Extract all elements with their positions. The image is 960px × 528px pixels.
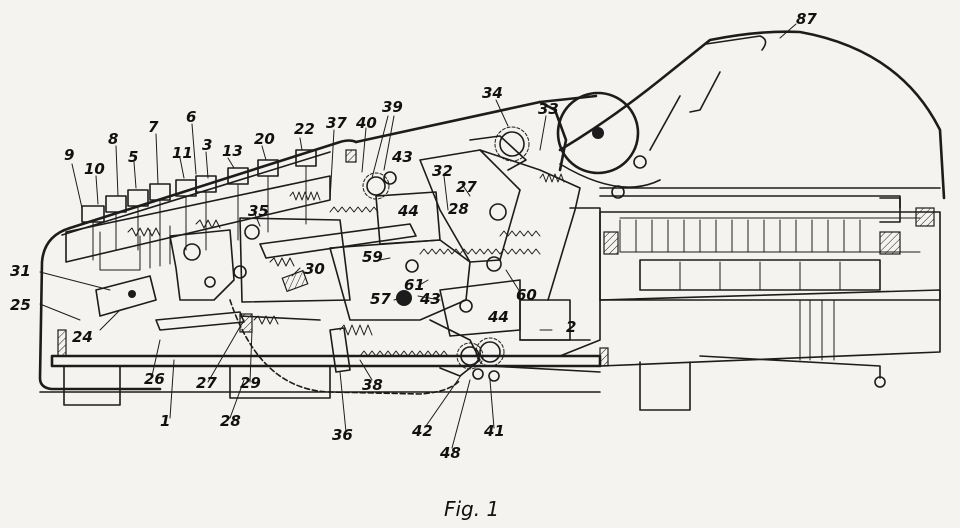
label-42: 42 <box>411 422 433 440</box>
springs <box>127 173 565 336</box>
label-24: 24 <box>72 328 93 346</box>
label-41: 41 <box>483 422 505 440</box>
label-30: 30 <box>304 260 325 278</box>
label-2: 2 <box>566 318 576 336</box>
label-3: 3 <box>202 136 212 154</box>
label-13: 13 <box>222 142 243 160</box>
machine-feet <box>63 361 691 411</box>
label-48: 48 <box>439 444 461 462</box>
label-59: 59 <box>362 248 383 266</box>
label-25: 25 <box>10 296 31 314</box>
label-60: 60 <box>516 286 537 304</box>
label-44-lower: 44 <box>487 308 509 326</box>
label-9: 9 <box>64 146 74 164</box>
label-29: 29 <box>240 374 261 392</box>
label-40: 40 <box>355 114 377 132</box>
label-34: 34 <box>482 84 503 102</box>
leader-lines <box>39 23 797 449</box>
rear-cover <box>556 30 946 227</box>
type-comb <box>599 211 941 388</box>
label-43-upper: 43 <box>391 148 413 166</box>
reference-labels: 87 34 33 39 40 37 43 22 20 13 3 6 11 7 5… <box>10 10 817 462</box>
label-26: 26 <box>144 370 165 388</box>
outer-casing <box>38 94 941 393</box>
label-27-upper: 27 <box>456 178 477 196</box>
label-37: 37 <box>326 114 347 132</box>
figure-caption: Fig. 1 <box>444 497 499 521</box>
label-36: 36 <box>332 426 353 444</box>
label-44-upper: 44 <box>397 202 419 220</box>
label-28-upper: 28 <box>448 200 469 218</box>
label-28-lower: 28 <box>220 412 241 430</box>
keyboard-keys <box>65 149 331 271</box>
label-11: 11 <box>172 144 193 162</box>
label-5: 5 <box>128 148 138 166</box>
label-20: 20 <box>254 130 275 148</box>
label-39: 39 <box>382 98 403 116</box>
label-31: 31 <box>10 262 31 280</box>
label-6: 6 <box>186 108 196 126</box>
label-27-lower: 27 <box>196 374 217 392</box>
label-43-lower: 43 <box>419 290 441 308</box>
levers <box>95 135 601 395</box>
label-61: 61 <box>404 276 425 294</box>
section-blocks <box>57 149 609 367</box>
label-57: 57 <box>370 290 391 308</box>
label-38: 38 <box>362 376 383 394</box>
label-33: 33 <box>538 100 559 118</box>
label-32: 32 <box>432 162 453 180</box>
label-7: 7 <box>148 118 159 136</box>
label-87: 87 <box>796 10 817 28</box>
gears <box>362 126 530 382</box>
label-35: 35 <box>248 202 269 220</box>
label-22: 22 <box>294 120 315 138</box>
label-8: 8 <box>108 130 118 148</box>
racks <box>329 206 541 357</box>
label-1: 1 <box>160 412 170 430</box>
label-10: 10 <box>84 160 105 178</box>
